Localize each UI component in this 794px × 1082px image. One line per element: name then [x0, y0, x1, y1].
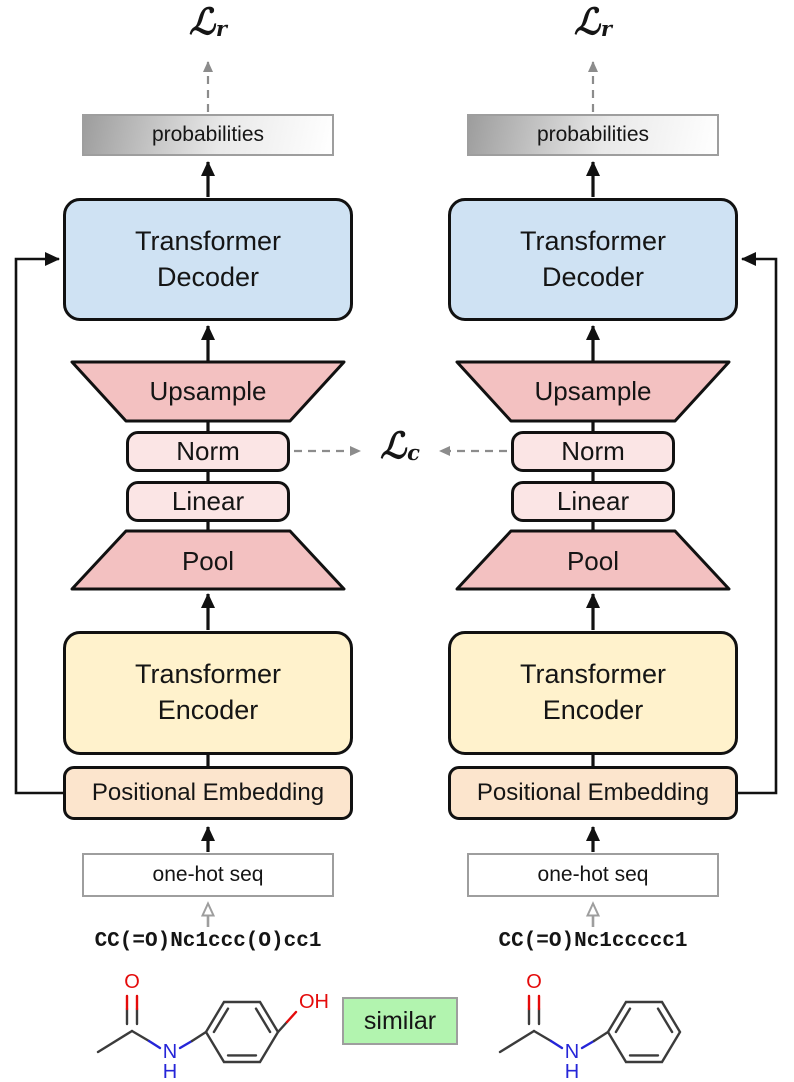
pool-shape-left — [70, 529, 346, 591]
smiles-left: CC(=O)Nc1ccc(O)cc1 — [94, 930, 322, 953]
atom-hydroxyl: OH — [299, 991, 329, 1013]
skip-connection-left — [14, 252, 63, 795]
atom-carbonyl-o: O — [526, 971, 542, 993]
linear-box-right: Linear — [511, 481, 675, 522]
pool-shape-right — [455, 529, 731, 591]
decoder-box-left: Transformer Decoder — [63, 198, 353, 321]
onehot-box-left: one-hot seq — [82, 853, 334, 897]
molecule-acetanilide: O N H — [498, 971, 682, 1082]
smiles-right: CC(=O)Nc1ccccc1 — [498, 930, 688, 953]
decoder-box-right: Transformer Decoder — [448, 198, 738, 321]
upsample-label-right: Upsample — [534, 375, 652, 406]
atom-n: N — [163, 1041, 177, 1063]
atom-carbonyl-o: O — [124, 971, 140, 993]
upsample-shape-left — [70, 360, 346, 423]
upsample-label-left: Upsample — [149, 375, 267, 406]
upsample-shape-right — [455, 360, 731, 423]
similar-badge: similar — [342, 997, 458, 1045]
molecule-paracetamol: O N H OH — [96, 971, 329, 1082]
skip-connection-right — [738, 252, 778, 795]
norm-box-left: Norm — [126, 431, 290, 472]
probabilities-box-right: probabilities — [467, 114, 719, 156]
positional-embedding-box-right: Positional Embedding — [448, 766, 738, 820]
linear-box-left: Linear — [126, 481, 290, 522]
positional-embedding-box-left: Positional Embedding — [63, 766, 353, 820]
atom-n: N — [565, 1041, 579, 1063]
atom-h: H — [163, 1061, 177, 1082]
pool-label-right: Pool — [566, 545, 620, 576]
encoder-box-left: Transformer Encoder — [63, 631, 353, 755]
pool-label-left: Pool — [181, 545, 235, 576]
onehot-box-right: one-hot seq — [467, 853, 719, 897]
atom-h: H — [565, 1061, 579, 1082]
probabilities-box-left: probabilities — [82, 114, 334, 156]
encoder-box-right: Transformer Encoder — [448, 631, 738, 755]
norm-box-right: Norm — [511, 431, 675, 472]
